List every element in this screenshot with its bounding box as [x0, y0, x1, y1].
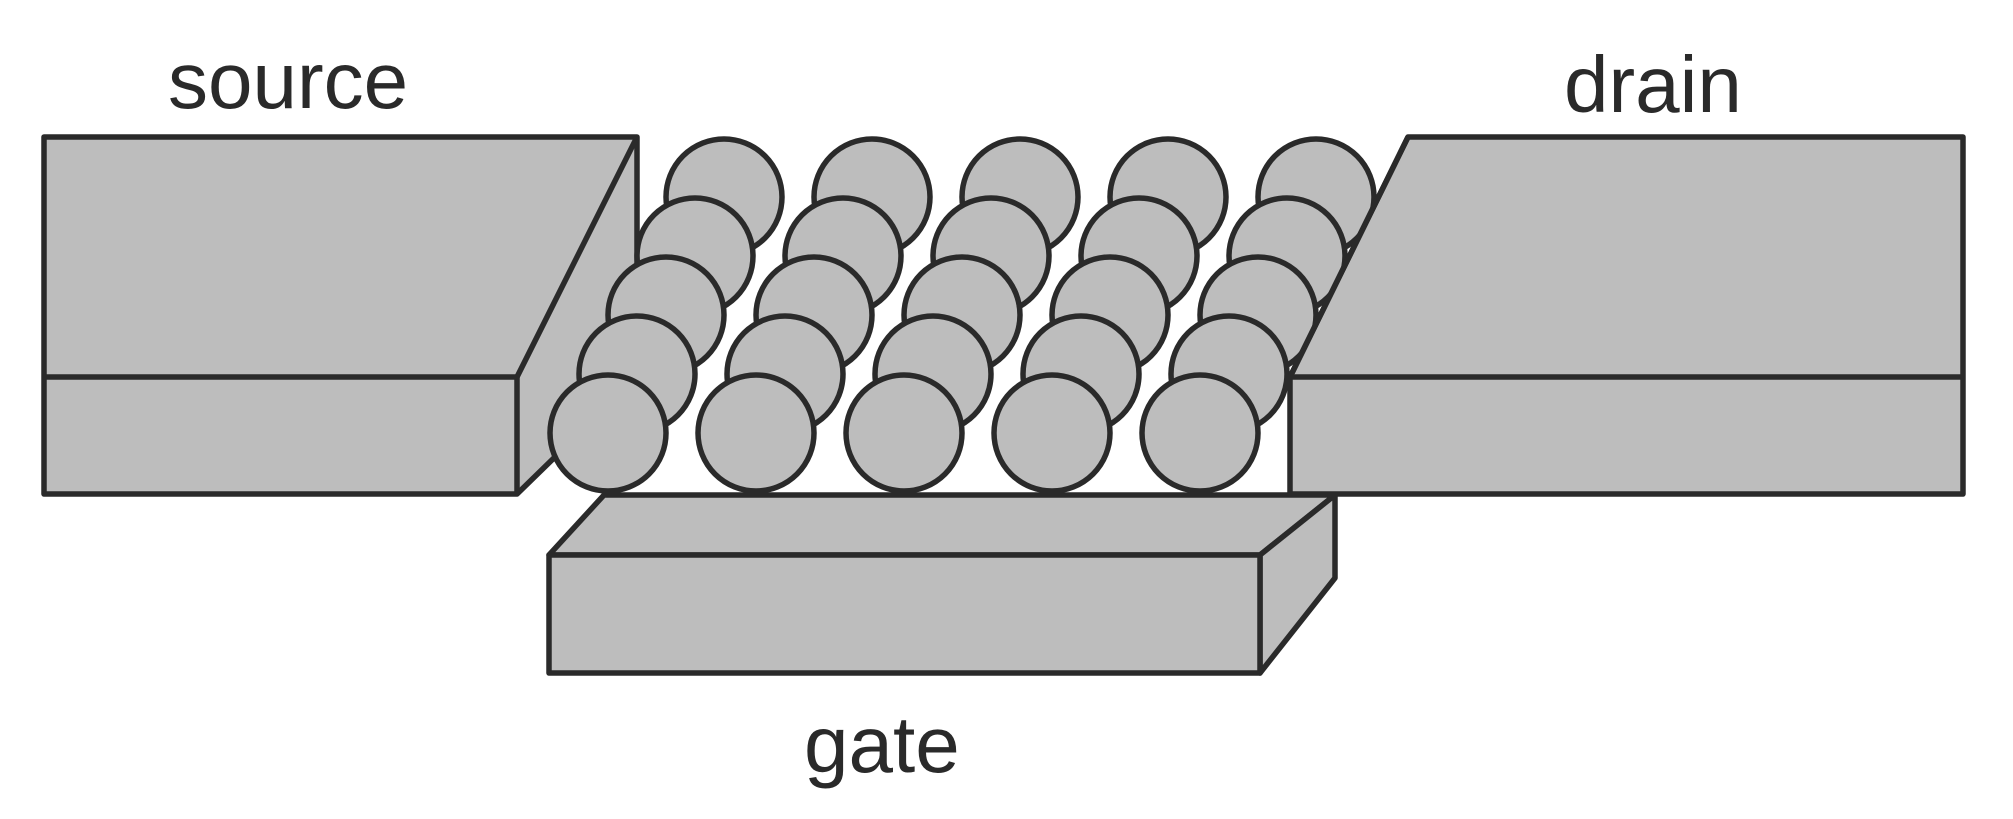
- nanoparticle: [991, 372, 1113, 494]
- drain-bevel-edge: [1287, 135, 1411, 379]
- gate-label: gate: [804, 700, 960, 789]
- nanoparticle: [843, 372, 965, 494]
- source-label: source: [168, 36, 408, 125]
- drain-label: drain: [1564, 40, 1742, 129]
- gate-top-face: [546, 492, 1338, 558]
- nanoparticle: [695, 372, 817, 494]
- nanoparticle: [1139, 372, 1261, 494]
- drain-electrode: [1287, 134, 1966, 497]
- gate-front-face: [546, 552, 1263, 676]
- nanoparticle: [547, 372, 669, 494]
- drain-slab: [1287, 134, 1966, 497]
- source-bevel-edge: [514, 135, 640, 379]
- gate-electrode: [546, 492, 1338, 676]
- nanoparticle-array: [547, 136, 1377, 494]
